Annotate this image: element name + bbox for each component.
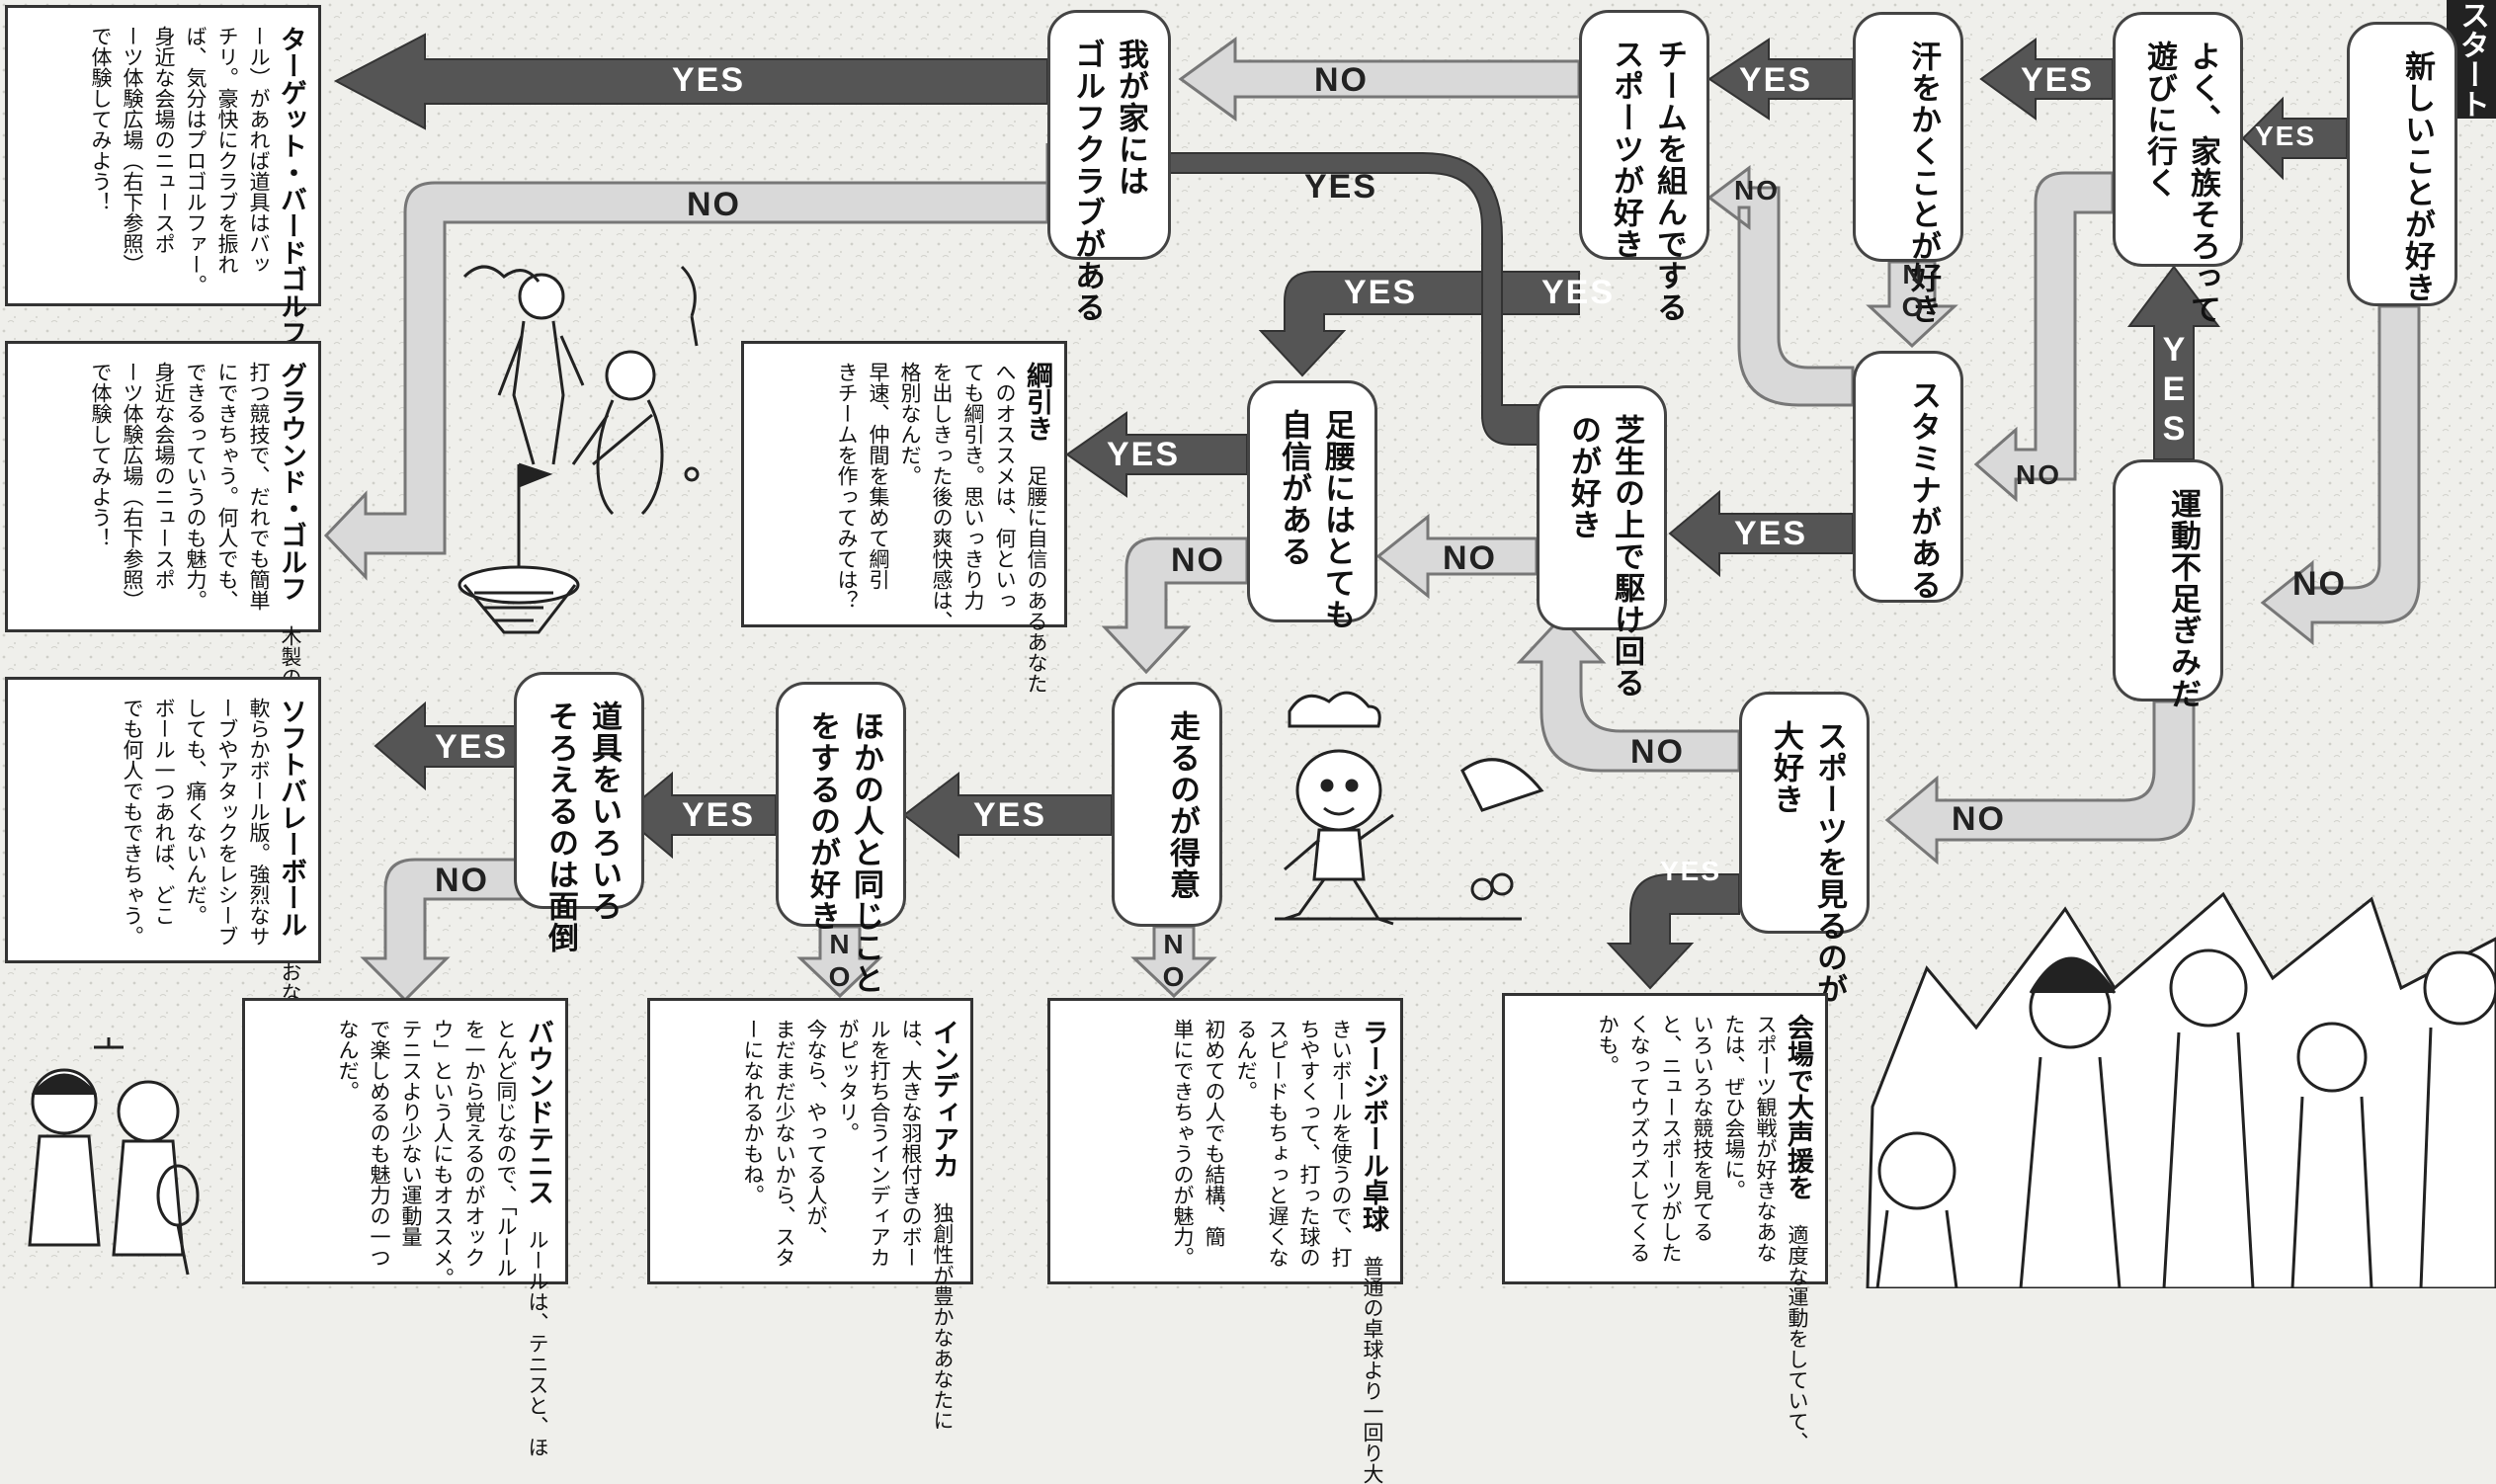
no-label: NO [1734, 175, 1780, 206]
result-bound-tennis: バウンドテニス ルールは、テニスと、ほ とんど同じなので、「ルール を一から覚え… [242, 998, 568, 1457]
node-team-sports: チームを組んでする スポーツが好き [1579, 10, 1709, 323]
result-tug-of-war: 綱引き 足腰に自信のあるあなた へのオススメは、何といっ ても綱引き。思いっきり… [741, 341, 1067, 694]
yes-arrow-watch-cheer [1606, 873, 1740, 990]
no-label: NO [1314, 61, 1369, 99]
yes-label: YES [973, 796, 1047, 834]
node-golf-clubs: 我が家には ゴルフクラブがある [1047, 10, 1171, 323]
node-like-sweating: 汗をかくことが好き [1853, 12, 1963, 325]
yes-label: YES [2255, 121, 2317, 151]
node-gear-troublesome: 道具をいろいろ そろえるのは面倒 [514, 672, 644, 953]
node-strong-legs: 足腰にはとても 自信がある [1247, 380, 1377, 630]
yes-arrow-stamina-grass [1668, 489, 1854, 578]
yes-arrow-family-sweat [1979, 38, 2114, 121]
result-soft-volleyball: ソフトバレーボール おなじみバレーボールの 軟らかボール版。強烈なサ ーブやアタ… [5, 677, 321, 1190]
node-lack-exercise: 運動不足ぎみだ [2113, 459, 2223, 709]
no-arrow-tools-bound [360, 858, 541, 1003]
no-arrow-golf-ground [323, 143, 1049, 581]
result-title: バウンドテニス [523, 1019, 553, 1205]
node-family-outing: よく、家族そろって 遊びに行く [2113, 12, 2243, 325]
result-title: インディアカ [928, 1019, 958, 1179]
result-title: グラウンド・ゴルフ [276, 362, 306, 602]
no-label: NO [1158, 929, 1189, 994]
result-title: ラージボール卓球 [1358, 1019, 1388, 1232]
result-large-ball-pingpong: ラージボール卓球 普通の卓球より一回り大 きいボールを使うので、打 ちやすくって… [1047, 998, 1403, 1484]
yes-arrows [333, 33, 2348, 990]
result-target-bird-golf: ターゲット・バードゴルフ シャトル（羽根付きのボ ール）があれば道具はバッ チリ… [5, 5, 321, 598]
tennis-ladies-illustration [28, 1037, 200, 1276]
node-good-runner: 走るのが得意 [1112, 682, 1222, 927]
no-arrows [323, 37, 2421, 1003]
result-indiaca: インディアカ 独創性が豊かなあなたに は、大きな羽根付きのボー ルを打ち合うイン… [647, 998, 973, 1431]
yes-label: YES [435, 728, 509, 766]
no-arrow-same-indiaca [796, 925, 883, 999]
no-arrow-stamina-team [1706, 165, 1855, 407]
result-body: 適度な運動をしていて、 スポーツ観戦が好きなあな たは、ぜひ会場に。 いろいろな… [1596, 1014, 1809, 1452]
running-boy-illustration [1275, 691, 1544, 926]
no-arrow-run-pingpong [1130, 925, 1217, 999]
result-body: 普通の卓球より一回り大 きいボールを使うので、打 ちやすくって、打った球の スピ… [1171, 1019, 1384, 1484]
yes-label: YES [1344, 274, 1418, 311]
node-run-on-grass: 芝生の上で駆け回る のが好き [1537, 385, 1667, 699]
node-stamina: スタミナがある [1853, 351, 1963, 603]
no-label: NO [1171, 541, 1225, 579]
yes-label: YES [1304, 168, 1378, 206]
result-title: ソフトバレーボール [276, 698, 306, 938]
result-title: ターゲット・バードゴルフ [276, 26, 306, 346]
no-label: NO [2292, 565, 2347, 603]
yes-label: YES [2021, 61, 2095, 99]
node-new-things: 新しいことが好き [2347, 22, 2457, 306]
yes-label: YES [1541, 274, 1616, 311]
no-label: NO [2016, 459, 2061, 490]
no-arrow-grass-waist [1375, 513, 1539, 600]
result-body: 独創性が豊かなあなたに は、大きな羽根付きのボー ルを打ち合うインディアカ がピ… [741, 1019, 955, 1431]
no-label: NO [1897, 259, 1928, 324]
no-arrow-new-lack [2260, 304, 2421, 646]
family-group-illustration [1866, 891, 2496, 1288]
yes-label: YES [1739, 61, 1813, 99]
no-arrow-waist-run [1101, 536, 1249, 675]
result-title: 綱引き [1022, 362, 1052, 442]
no-arrow-family-stamina [1973, 171, 2115, 503]
result-cheer-at-venue: 会場で大声援を 適度な運動をしていて、 スポーツ観戦が好きなあな たは、ぜひ会場… [1502, 993, 1828, 1452]
no-label: NO [1443, 539, 1497, 577]
no-arrow-watch-grass [1516, 615, 1741, 773]
node-same-as-others: ほかの人と同じこと をするのが好き [776, 682, 906, 995]
yes-label: YES [672, 61, 746, 99]
yes-arrow-golf-target [333, 33, 1048, 130]
yes-arrow-lack-family [2127, 265, 2220, 460]
yes-arrow-waist-tug [1065, 411, 1248, 498]
yes-arrow-new-family [2241, 96, 2348, 181]
no-label: NO [1952, 800, 2006, 838]
no-arrow-sweat-stamina [1866, 260, 1958, 349]
yes-arrow-run-same [902, 771, 1113, 860]
no-arrow-team-golf [1178, 37, 1581, 122]
result-title: 会場で大声援を [1783, 1014, 1813, 1200]
yes-arrow-golf-grass [1165, 152, 1542, 446]
yes-arrow-sweat-team [1707, 38, 1854, 121]
no-label: NO [435, 862, 489, 899]
yes-label: YES [2155, 331, 2193, 450]
node-watch-sports: スポーツを見るのが 大好き [1739, 692, 1870, 1005]
yes-label: YES [1660, 856, 1722, 886]
no-arrow-lack-watch [1884, 700, 2196, 866]
yes-arrow-same-tools [621, 771, 777, 860]
no-label: NO [824, 929, 855, 994]
yes-label: YES [682, 796, 756, 834]
result-body: ルールは、テニスと、ほ とんど同じなので、「ルール を一から覚えるのがオック ウ… [336, 1019, 549, 1457]
result-ground-golf: グラウンド・ゴルフ 木製のクラブでボールを 打つ競技で、だれでも簡単 にできちゃ… [5, 341, 321, 854]
golf-players-illustration [458, 265, 700, 634]
yes-label: YES [1107, 436, 1181, 473]
yes-label: YES [1734, 515, 1808, 552]
result-body: 足腰に自信のあるあなた へのオススメは、何といっ ても綱引き。思いっきり力 を出… [835, 362, 1048, 694]
no-label: NO [687, 186, 741, 223]
no-label: NO [1630, 733, 1685, 771]
